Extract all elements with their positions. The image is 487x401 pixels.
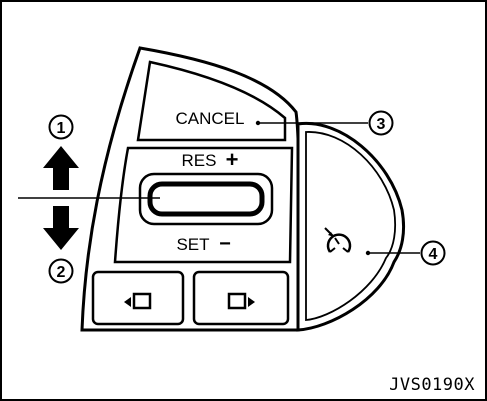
callout-3: 3 <box>368 110 394 136</box>
set-minus-label: − <box>219 233 231 255</box>
speedometer-icon <box>324 227 352 253</box>
cancel-button[interactable] <box>136 60 287 142</box>
res-plus-label: + <box>226 147 239 172</box>
callout-1: 1 <box>48 114 74 140</box>
callout-4: 4 <box>420 240 446 266</box>
callout-2: 2 <box>48 258 74 284</box>
up-arrow <box>43 146 79 190</box>
screen-right-triangle-icon <box>227 292 255 310</box>
left-triangle-screen-icon <box>124 292 152 310</box>
down-arrow <box>43 206 79 250</box>
svg-text:3: 3 <box>377 116 386 133</box>
set-label: SET <box>176 235 209 254</box>
main-switch-pill[interactable] <box>147 181 265 217</box>
figure-code: JVS0190X <box>389 375 475 395</box>
svg-text:4: 4 <box>429 246 438 263</box>
svg-text:2: 2 <box>57 264 66 281</box>
res-label: RES <box>182 151 217 170</box>
svg-text:1: 1 <box>57 120 66 137</box>
cruise-button-inner[interactable] <box>305 131 397 321</box>
cancel-label: CANCEL <box>176 109 245 128</box>
